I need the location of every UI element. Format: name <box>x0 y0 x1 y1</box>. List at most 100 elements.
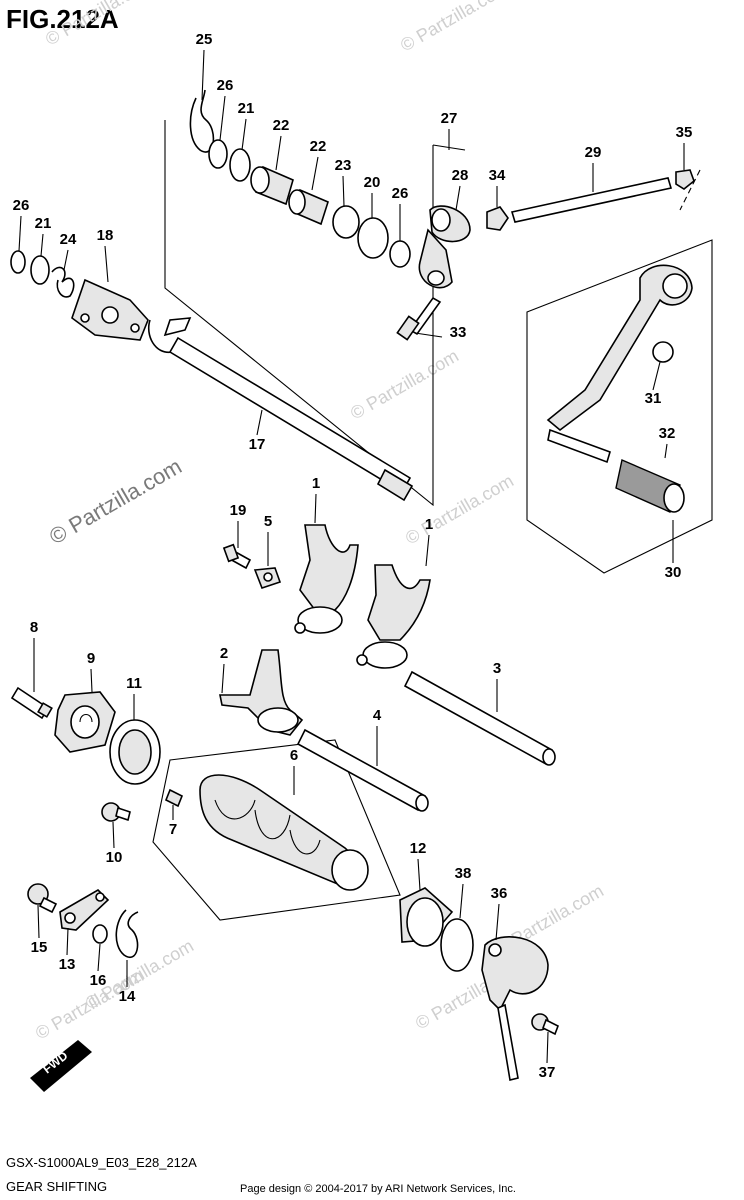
callout-c20: 20 <box>364 174 381 191</box>
callout-c34: 34 <box>489 167 506 184</box>
watermark-dark: © Partzilla.com <box>45 454 186 550</box>
callout-c22a: 22 <box>273 117 290 134</box>
figure-title: FIG.212A <box>6 4 119 34</box>
callout-c1b: 1 <box>425 516 433 533</box>
callout-c26c: 26 <box>13 197 30 214</box>
callout-c24: 24 <box>60 231 77 248</box>
part-21-washer-b <box>30 255 50 285</box>
callout-c13: 13 <box>59 956 76 973</box>
part-5-lock-washer <box>253 567 282 589</box>
part-28-rod-end <box>429 205 471 243</box>
callout-c12: 12 <box>410 840 427 857</box>
callout-c29: 29 <box>585 144 602 161</box>
callout-c23: 23 <box>335 157 352 174</box>
copyright: Page design © 2004-2017 by ARI Network S… <box>240 1183 516 1195</box>
callout-c9: 9 <box>87 650 95 667</box>
fwd-arrow: FWD <box>30 1040 92 1092</box>
callout-c31: 31 <box>645 390 662 407</box>
callout-c4: 4 <box>373 707 382 724</box>
callout-c8: 8 <box>30 619 38 636</box>
part-27-shift-arm <box>418 228 453 289</box>
callout-c15: 15 <box>31 939 48 956</box>
leader-lines <box>18 49 685 1064</box>
callout-c7: 7 <box>169 821 177 838</box>
callout-c21b: 21 <box>35 215 52 232</box>
callout-c17: 17 <box>249 436 266 453</box>
part-10-bolt <box>101 802 131 822</box>
part-12-bearing <box>399 887 454 947</box>
part-36-gear-position-switch <box>481 936 549 1081</box>
callout-c11: 11 <box>126 675 142 692</box>
watermarks: © Partzilla.com © Partzilla.com © Partzi… <box>32 0 607 1043</box>
callout-c1a: 1 <box>312 475 320 492</box>
part-38-o-ring <box>440 918 474 972</box>
callout-c21a: 21 <box>238 100 255 117</box>
part-26-circlip <box>208 139 228 169</box>
part-9-stopper-plate <box>54 691 116 753</box>
part-31-gearshift-lever <box>546 264 693 464</box>
watermark: © Partzilla.com <box>402 470 517 548</box>
callout-c22b: 22 <box>310 138 327 155</box>
callout-c26a: 26 <box>217 77 234 94</box>
callout-c14: 14 <box>119 988 136 1005</box>
callout-c33: 33 <box>450 324 467 341</box>
callout-c10: 10 <box>106 849 123 866</box>
part-18-shift-arm-plate <box>71 278 149 341</box>
part-11-bearing <box>109 719 161 785</box>
part-26-circlip-c <box>10 250 26 274</box>
callout-c30: 30 <box>665 564 682 581</box>
part-19-bolt <box>222 543 252 570</box>
part-23-oil-seal <box>332 205 360 239</box>
part-22-bushing-b <box>288 188 329 226</box>
part-16-washer <box>92 924 108 944</box>
part-20-washer <box>357 217 389 259</box>
section-name: GEAR SHIFTING <box>6 1179 107 1194</box>
part-35-nut <box>675 169 695 190</box>
part-1-shift-fork-b <box>356 564 431 669</box>
part-21-washer <box>229 148 251 182</box>
callout-c37: 37 <box>539 1064 556 1081</box>
part-33-bolt <box>396 296 442 341</box>
part-29-rod <box>510 177 673 223</box>
gearshift-lever-group-outline <box>526 239 713 574</box>
callout-c26b: 26 <box>392 185 409 202</box>
part-6-gearshift-cam <box>199 774 369 891</box>
callout-c38: 38 <box>455 865 472 882</box>
part-32-rubber-peg <box>615 459 685 513</box>
part-37-screw <box>531 1013 560 1036</box>
part-7-pin <box>164 788 184 808</box>
callout-c32: 32 <box>659 425 676 442</box>
callout-c36: 36 <box>491 885 508 902</box>
model-code: GSX-S1000AL9_E03_E28_212A <box>6 1155 197 1170</box>
fwd-arrow-icon <box>30 1040 92 1092</box>
part-15-bolt <box>27 883 58 914</box>
callout-c19: 19 <box>230 502 247 519</box>
part-17-gearshift-shaft <box>148 317 414 502</box>
callout-c5: 5 <box>264 513 272 530</box>
callout-c35: 35 <box>676 124 693 141</box>
watermark: © Partzilla.com <box>397 0 512 55</box>
callout-c2: 2 <box>220 645 228 662</box>
part-3-fork-shaft <box>403 670 556 766</box>
part-8-pin <box>10 686 53 720</box>
callout-c28: 28 <box>452 167 469 184</box>
dashed-leader <box>679 169 701 211</box>
part-13-stopper-plate <box>59 888 110 931</box>
part-22-bushing-a <box>250 165 294 206</box>
part-1-shift-fork-a <box>294 524 359 634</box>
watermark: © Partzilla.com <box>347 345 462 423</box>
callout-c16: 16 <box>90 972 107 989</box>
part-2-shift-fork-c <box>219 649 304 736</box>
part-14-spring <box>115 909 139 959</box>
callout-c27: 27 <box>441 110 458 127</box>
shift-shaft-group-outline <box>164 120 434 507</box>
part-26-circlip-b <box>389 240 411 268</box>
callout-c3: 3 <box>493 660 501 677</box>
part-34-nut <box>486 206 509 231</box>
part-24-spring <box>51 266 75 298</box>
callout-c18: 18 <box>97 227 114 244</box>
callout-c25: 25 <box>196 31 213 48</box>
